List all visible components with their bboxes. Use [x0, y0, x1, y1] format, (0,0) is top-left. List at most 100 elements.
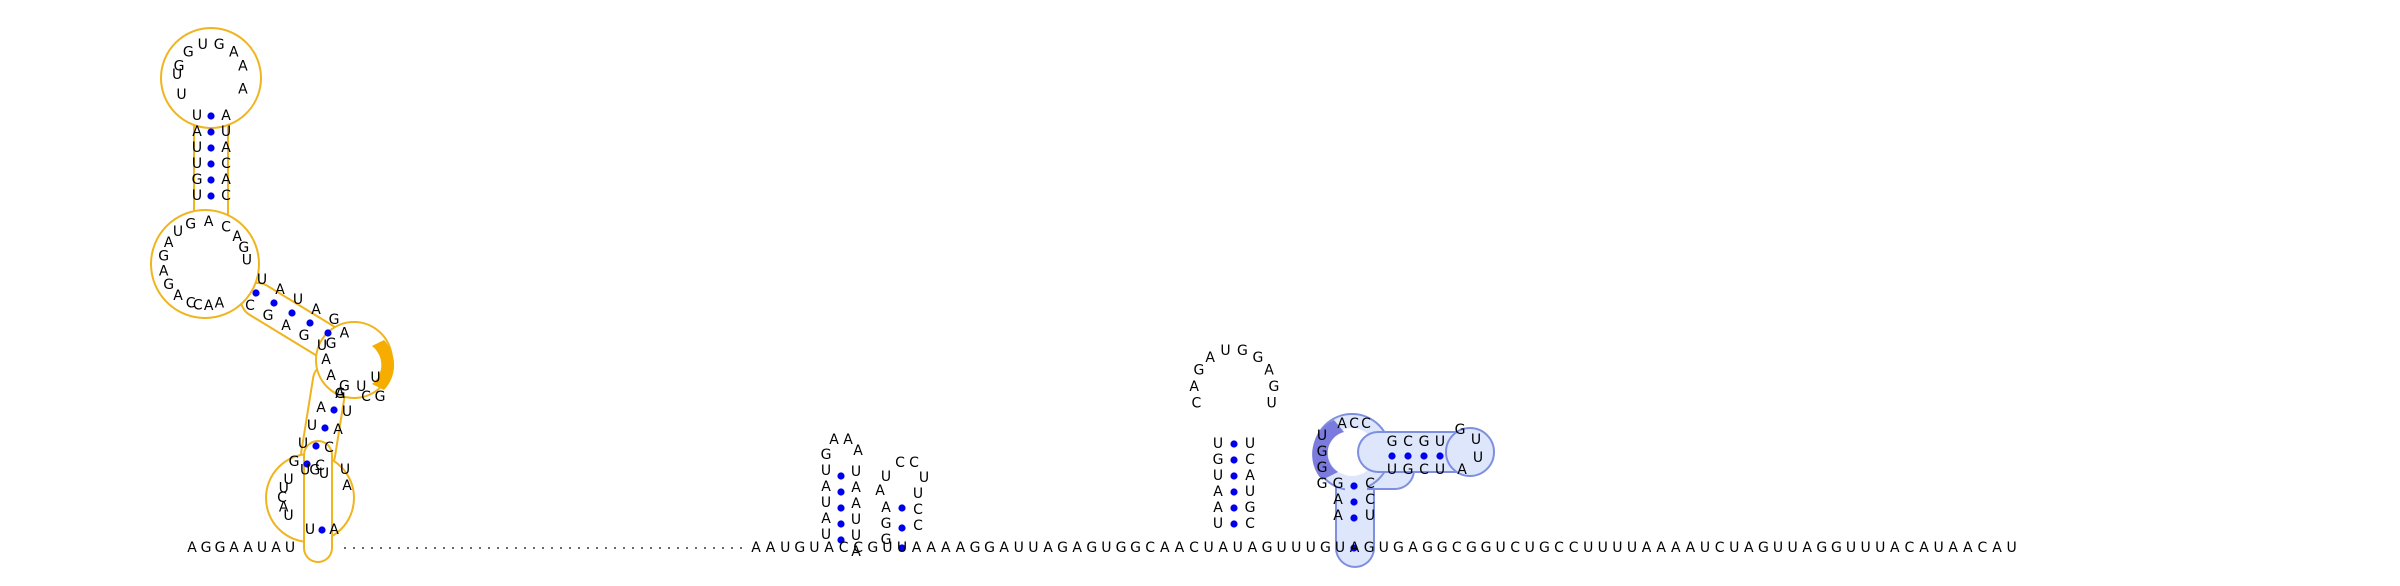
domain1-bulge-nt: A — [321, 352, 331, 368]
backbone-nt: A — [824, 540, 834, 556]
domain1-bulge-nt: G — [339, 378, 350, 394]
backbone-nt: U — [809, 540, 819, 556]
backbone-nt: C — [1145, 540, 1155, 556]
domain1-lower-loop-nt: U — [300, 462, 310, 478]
backbone-dash — [443, 547, 445, 549]
backbone-nt: U — [1627, 540, 1637, 556]
domain1-hairpin-nt: U — [198, 37, 208, 53]
backbone-nt: U — [897, 540, 907, 556]
domain2-loop-nt: C — [1361, 416, 1371, 432]
backbone-nt: G — [1539, 540, 1550, 556]
base-pair-dot — [1230, 456, 1238, 464]
backbone-nt: G — [1816, 540, 1827, 556]
domain1-stem-nt: A — [333, 422, 343, 438]
backbone-nt: A — [243, 540, 253, 556]
hairpin3-loop-nt: U — [1220, 343, 1230, 359]
domain2-armloop-nt: G — [1455, 422, 1466, 438]
domain1-hairpin-nt: U — [176, 87, 186, 103]
backbone-nt: U — [257, 540, 267, 556]
hairpin1-nt: U — [821, 495, 831, 511]
domain1-internal-loop-nt: A — [159, 263, 169, 279]
domain1-stem-nt: U — [340, 462, 350, 478]
domain2-nt: C — [1365, 492, 1375, 508]
domain1-hairpin-nt: G — [214, 37, 225, 53]
domain2-arm-nt: G — [1419, 434, 1430, 450]
domain1-internal-loop-nt: G — [163, 277, 174, 293]
backbone-dash-line — [344, 547, 742, 549]
domain1-stem-nt: C — [315, 458, 325, 474]
domain1-internal-loop-nt: U — [173, 224, 183, 240]
backbone-nt: A — [1218, 540, 1228, 556]
backbone-nt: A — [1350, 540, 1360, 556]
backbone-dash — [623, 547, 625, 549]
hairpin2-loop-nt: C — [909, 455, 919, 471]
domain1-stem-nt: U — [342, 404, 352, 420]
backbone-nt: U — [1773, 540, 1783, 556]
backbone-dash — [731, 547, 733, 549]
backbone-nt: A — [1890, 540, 1900, 556]
domain1-internal-loop-nt: A — [204, 298, 214, 314]
backbone-nt: G — [970, 540, 981, 556]
domain2-nt: A — [1333, 492, 1343, 508]
backbone-dash — [650, 547, 652, 549]
domain1-stem-nt: C — [221, 188, 231, 204]
backbone-nt: U — [1787, 540, 1797, 556]
hairpin2-loop-nt: C — [895, 455, 905, 471]
backbone-dash — [416, 547, 418, 549]
backbone-nt: U — [1335, 540, 1345, 556]
backbone-dash — [407, 547, 409, 549]
base-pair-dot — [303, 460, 311, 468]
base-pair-dot — [1388, 452, 1396, 460]
backbone-nt: C — [839, 540, 849, 556]
backbone-nt: G — [1057, 540, 1068, 556]
backbone-dash — [524, 547, 526, 549]
base-pair-dot — [207, 128, 215, 136]
hairpin1-loop-nt: A — [829, 432, 839, 448]
backbone-dash — [344, 547, 346, 549]
backbone-dash — [533, 547, 535, 549]
domain1-stem-nt: G — [299, 328, 310, 344]
backbone-nt: A — [941, 540, 951, 556]
hairpin2-nt: G — [881, 516, 892, 532]
base-pair-dot — [1230, 472, 1238, 480]
backbone-nt: A — [187, 540, 197, 556]
domain1-stem-nt: U — [192, 140, 202, 156]
backbone-dash — [551, 547, 553, 549]
domain1-hairpin-nt: U — [172, 67, 182, 83]
backbone-dash — [659, 547, 661, 549]
hairpin3-loop-nt: U — [1266, 396, 1276, 412]
backbone-dash — [380, 547, 382, 549]
hairpin3-nt: C — [1245, 452, 1255, 468]
hairpin1-loop-nt: A — [853, 443, 863, 459]
backbone-nt: G — [1466, 540, 1477, 556]
backbone-dash — [569, 547, 571, 549]
base-pair-dot — [898, 504, 906, 512]
domain1-internal-loop-nt: G — [185, 217, 196, 233]
backbone-dash — [506, 547, 508, 549]
backbone-dash — [470, 547, 472, 549]
backbone-nt: G — [215, 540, 226, 556]
domain1-lower-loop-nt: U — [283, 472, 293, 488]
backbone-nt: A — [912, 540, 922, 556]
domain1-bulge-nt: A — [326, 368, 336, 384]
hairpin1-nt: G — [821, 447, 832, 463]
backbone-dash — [614, 547, 616, 549]
domain1-internal-loop-nt: G — [238, 240, 249, 256]
base-pair-dot — [837, 504, 845, 512]
backbone-nt: U — [1846, 540, 1856, 556]
backbone-dash — [704, 547, 706, 549]
domain2-nt: U — [1365, 508, 1375, 524]
backbone-dash — [362, 547, 364, 549]
domain1-stem-nt: A — [192, 124, 202, 140]
backbone-dash — [695, 547, 697, 549]
domain1-stem-nt: G — [329, 312, 340, 328]
hairpin1-nt: A — [851, 544, 861, 560]
backbone-nt: C — [1452, 540, 1462, 556]
domain2-armloop-nt: U — [1471, 432, 1481, 448]
base-pair-dot — [306, 319, 314, 327]
base-pair-dot — [837, 488, 845, 496]
backbone-nt: A — [999, 540, 1009, 556]
domain1-stem-nt: C — [361, 389, 371, 405]
base-pair-dot — [324, 329, 332, 337]
domain2-arm-nt: G — [1403, 462, 1414, 478]
